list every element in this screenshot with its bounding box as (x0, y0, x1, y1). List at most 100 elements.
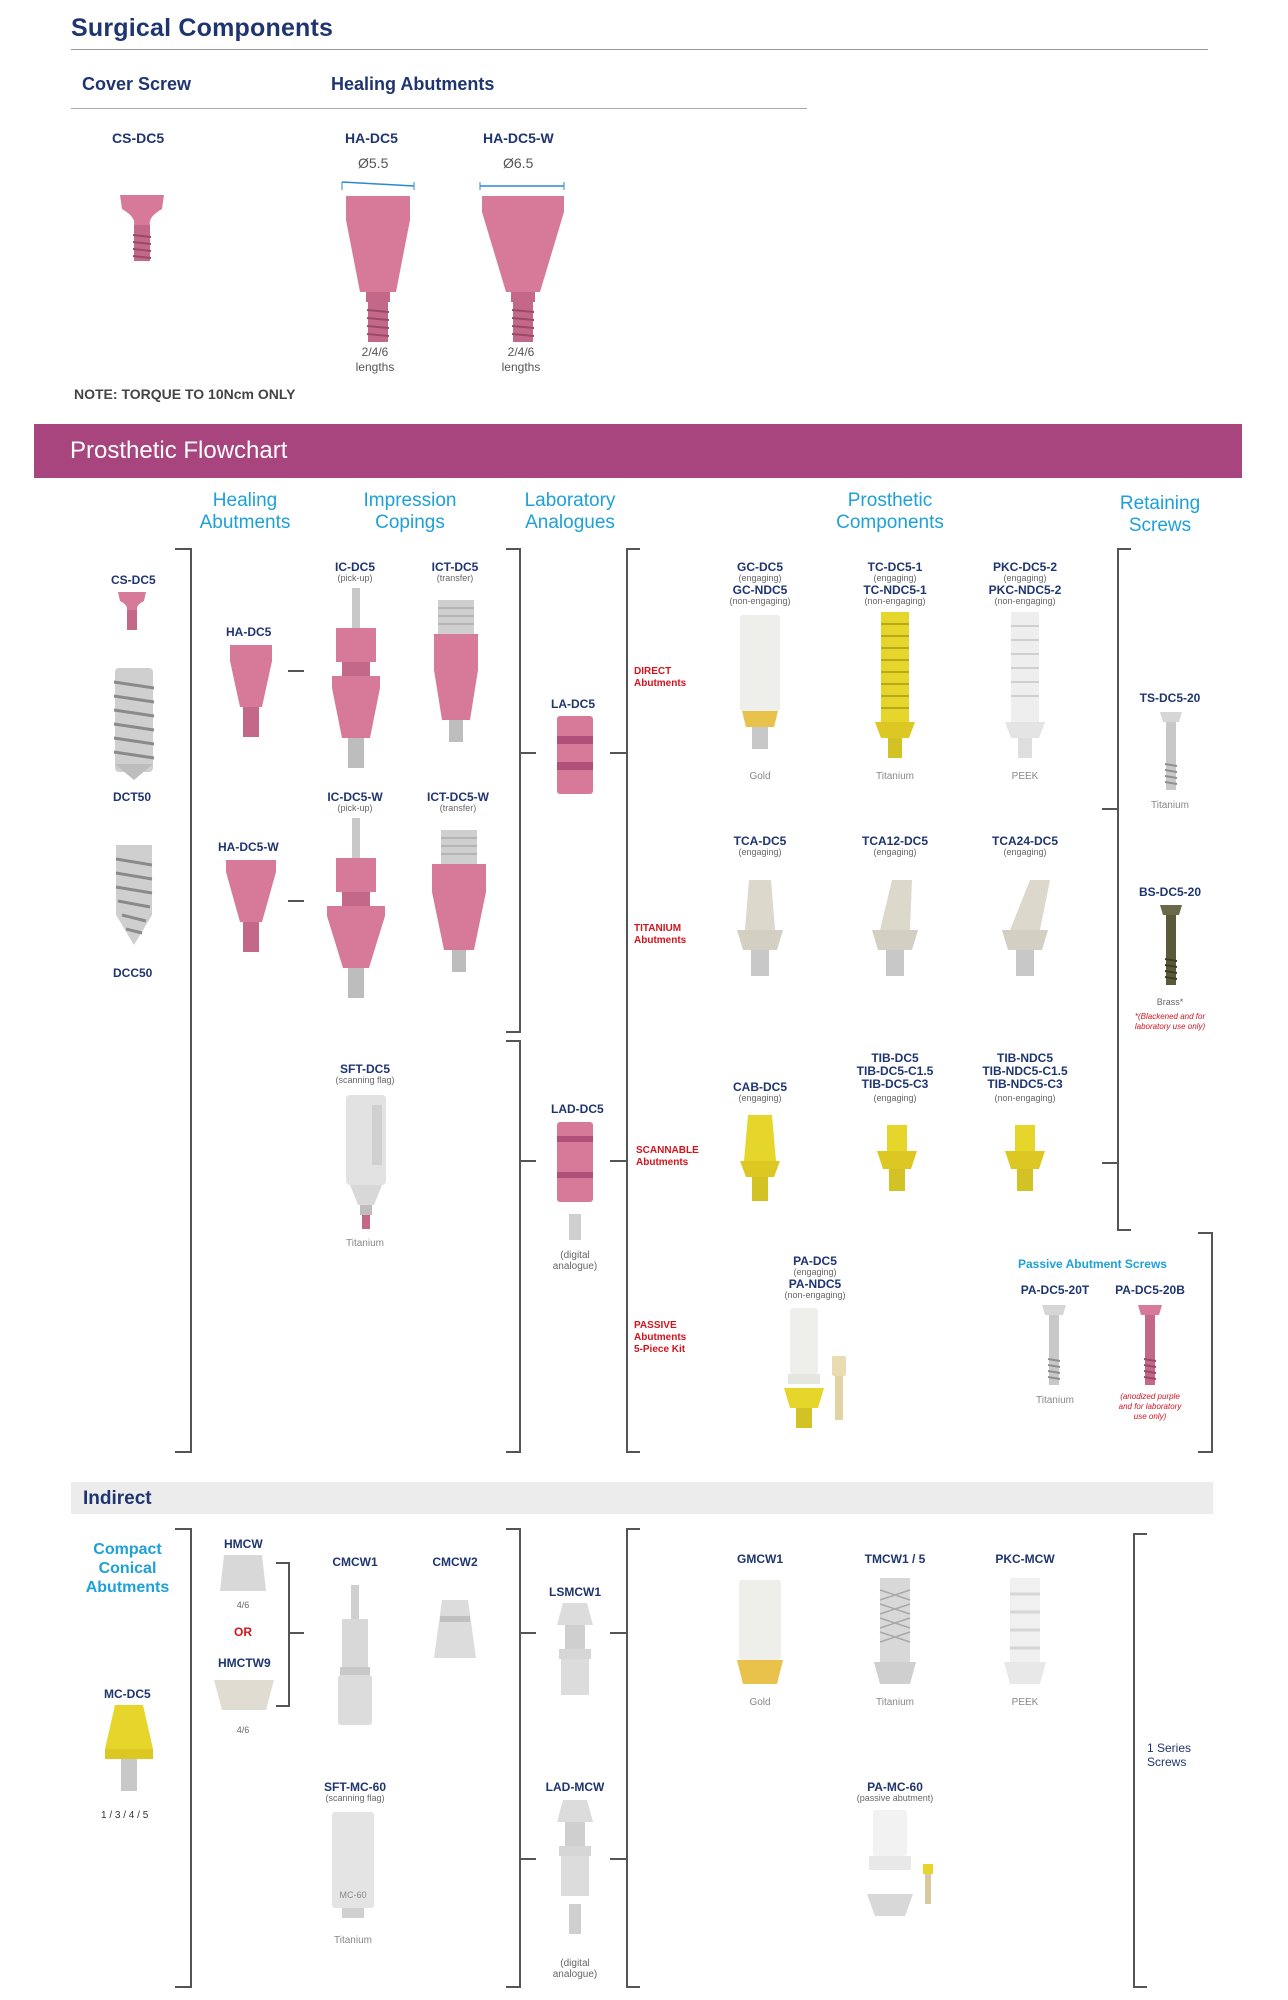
pa-dc5-sub: (engaging) (793, 1267, 837, 1277)
bracket (288, 1562, 290, 1707)
passive-screws-heading: Passive Abutment Screws (1018, 1257, 1167, 1271)
bracket (506, 1986, 520, 1988)
gc-dc5-label: GC-DC5 (736, 560, 783, 574)
tc-dc5-sub: (engaging) (873, 573, 917, 583)
gc-dc5-material: Gold (749, 771, 771, 782)
bracket (1211, 1232, 1213, 1453)
category-passive: PASSIVE Abutments 5-Piece Kit (634, 1320, 687, 1355)
gc-ndc5-label: GC-NDC5 (732, 583, 788, 597)
torque-note: NOTE: TORQUE TO 10Ncm ONLY (74, 386, 296, 402)
bs-dc5-20-note: *(Blackened and for laboratory use only) (1134, 1012, 1206, 1031)
pa-mc-60-image (867, 1810, 933, 1916)
tmcw-label: TMCW1 / 5 (864, 1552, 926, 1566)
cmcw2-label: CMCW2 (432, 1555, 478, 1569)
sft-dc5-label: SFT-DC5 (339, 1062, 390, 1076)
pkc-ndc5-sub: (non-engaging) (994, 596, 1056, 606)
tib-dc5-image (877, 1125, 917, 1191)
bracket (276, 1562, 289, 1564)
cover-screw-heading: Cover Screw (82, 74, 192, 94)
ts-dc5-20-material: Titanium (1151, 800, 1189, 811)
hmcw-image (220, 1555, 266, 1591)
tca12-dc5-sub: (engaging) (873, 847, 917, 857)
bracket (1117, 548, 1131, 550)
bracket (506, 1040, 520, 1042)
bs-dc5-20-material: Brass* (1156, 997, 1184, 1007)
bracket (506, 1528, 520, 1530)
category-direct: DIRECT Abutments (634, 666, 687, 689)
pa-dc5-20t-material: Titanium (1036, 1395, 1074, 1406)
ts-dc5-20-image (1160, 712, 1182, 790)
tca-dc5-label: TCA-DC5 (733, 834, 787, 848)
bracket (175, 1528, 191, 1530)
gc-dc5-image (740, 615, 780, 749)
pkc-ndc5-label: PKC-NDC5-2 (988, 583, 1062, 597)
cab-dc5-sub: (engaging) (738, 1093, 782, 1103)
dct50-implant-image (113, 668, 155, 780)
ic-dc5-image (332, 588, 380, 768)
tc-dc5-label: TC-DC5-1 (867, 560, 923, 574)
lad-mcw-label: LAD-MCW (545, 1780, 605, 1794)
ict-dc5-label: ICT-DC5 (431, 560, 479, 574)
bracket (506, 1031, 520, 1033)
or-label: OR (234, 1625, 252, 1639)
bracket (506, 1451, 520, 1453)
cover-screw-code: CS-DC5 (112, 130, 165, 146)
tib-dc5-label: TIB-DC5 TIB-DC5-C1.5 TIB-DC5-C3 (856, 1051, 934, 1091)
healing-abutments-heading: Healing Abutments (331, 74, 495, 94)
ts-dc5-20-label: TS-DC5-20 (1139, 691, 1201, 705)
dcc50-implant-image (115, 845, 153, 945)
gmcw1-material: Gold (749, 1697, 771, 1708)
sft-mc-60-engraving: MC-60 (339, 1890, 367, 1900)
la-dc5-image (557, 716, 593, 794)
bracket (519, 548, 521, 1033)
indirect-bar: Indirect (71, 1482, 1213, 1514)
sft-mc-60-sub: (scanning flag) (325, 1793, 385, 1803)
hmctw9-label: HMCTW9 (218, 1656, 271, 1670)
section-title-surgical: Surgical Components (71, 14, 334, 42)
hmctw9-lengths: 4/6 (236, 1725, 250, 1735)
lad-mcw-image (557, 1800, 593, 1934)
lad-mcw-sub: (digital analogue) (552, 1958, 598, 1980)
sft-dc5-material: Titanium (346, 1238, 384, 1249)
dct50-label: DCT50 (113, 790, 152, 804)
tib-ndc5-sub: (non-engaging) (994, 1093, 1056, 1103)
tca12-dc5-label: TCA12-DC5 (861, 834, 928, 848)
pa-ndc5-sub: (non-engaging) (784, 1290, 846, 1300)
bracket (626, 1528, 640, 1530)
pa-mc-60-label: PA-MC-60 (867, 1780, 923, 1794)
sft-mc-60-material: Titanium (334, 1935, 372, 1946)
tca24-dc5-sub: (engaging) (1003, 847, 1047, 857)
indirect-title: Indirect (83, 1488, 152, 1509)
ha-dc5-image (341, 181, 415, 342)
bracket (190, 548, 192, 1453)
pa-dc5-20t-label: PA-DC5-20T (1020, 1283, 1090, 1297)
bracket (1117, 1229, 1131, 1231)
connector (1102, 808, 1118, 810)
bracket (1198, 1451, 1212, 1453)
la-dc5-label: LA-DC5 (551, 697, 595, 711)
col-head-laboratory: Laboratory Analogues (524, 490, 616, 533)
ic-dc5-sub: (pick-up) (337, 573, 373, 583)
divider (71, 108, 807, 109)
bracket (1133, 1986, 1147, 1988)
connector (288, 670, 304, 672)
pa-dc5-20t-image (1042, 1305, 1066, 1385)
ha-dc5-w-code: HA-DC5-W (483, 130, 554, 146)
bracket (626, 548, 640, 550)
bs-dc5-20-image (1160, 905, 1182, 985)
connector (520, 752, 536, 754)
gmcw1-label: GMCW1 (737, 1552, 783, 1566)
tca12-dc5-image (872, 880, 918, 976)
cmcw1-image (338, 1585, 372, 1725)
hmcw-lengths: 4/6 (236, 1600, 250, 1610)
ic-dc5-label: IC-DC5 (334, 560, 375, 574)
flow-ha-dc5-w-image (226, 860, 276, 952)
mc-dc5-image (105, 1705, 153, 1791)
tca-dc5-image (737, 880, 783, 976)
pa-mc-60-sub: (passive abutment) (856, 1793, 934, 1803)
connector (610, 752, 627, 754)
connector (288, 900, 304, 902)
ha-dc5-code: HA-DC5 (345, 130, 398, 146)
pkc-dc5-material: PEEK (1011, 771, 1039, 782)
connector (520, 1160, 536, 1162)
